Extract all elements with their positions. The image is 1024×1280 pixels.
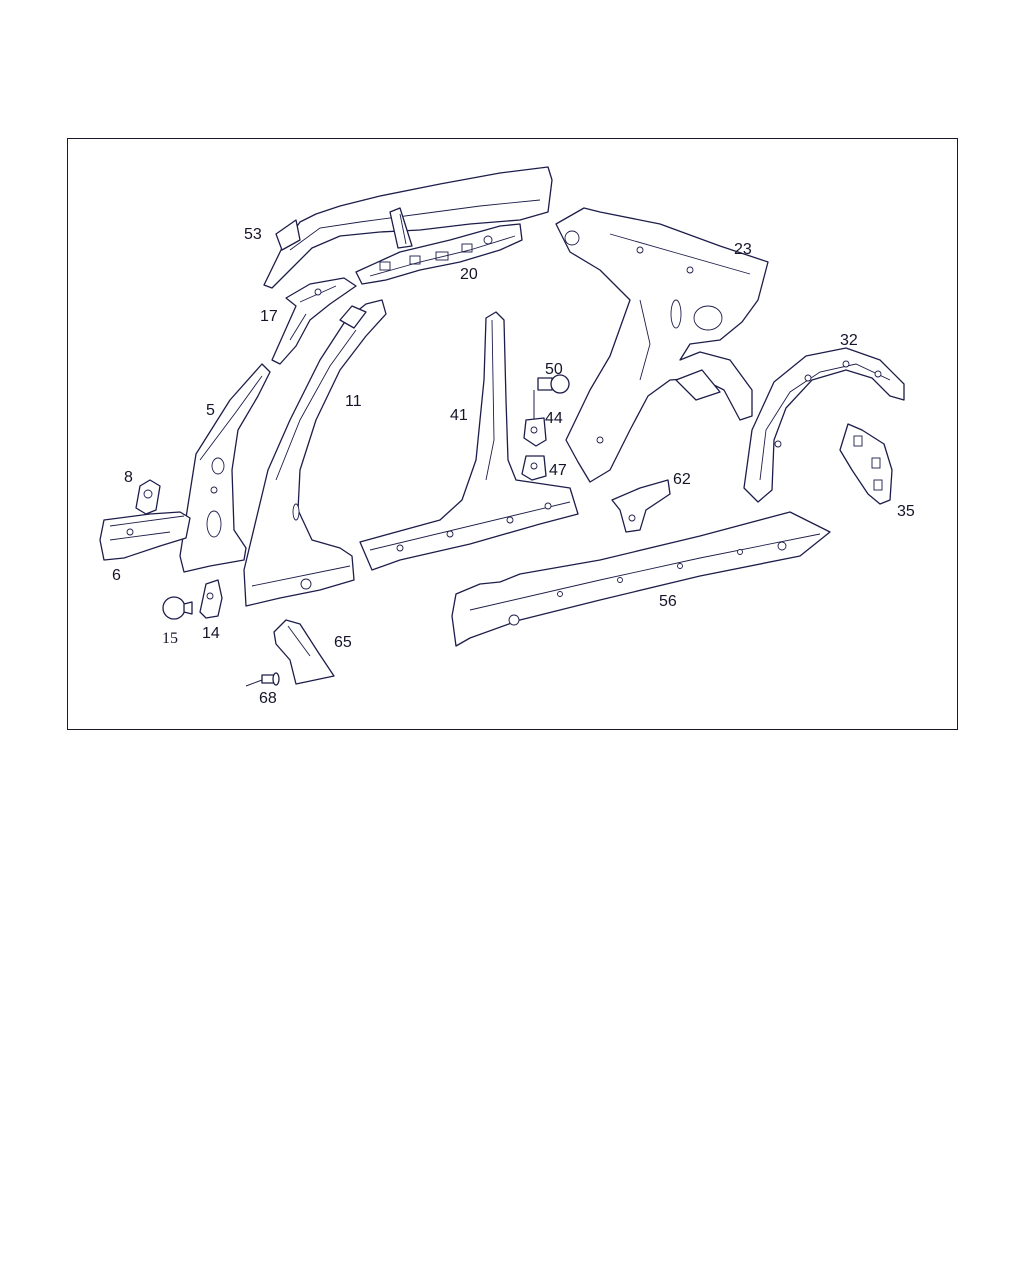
part-8-small-bracket [135,479,161,515]
callout-20: 20 [460,266,478,283]
callout-50: 50 [545,361,563,378]
callout-53: 53 [244,226,262,243]
part-11-a-pillar-outer [243,299,387,607]
callout-65: 65 [334,634,352,651]
part-20-roof-bracket [355,223,523,285]
part-44-hinge-bracket [523,417,547,447]
callout-14: 14 [202,625,220,642]
part-62-sill-bracket [611,479,671,533]
part-50-bolt [533,374,570,430]
part-56-rocker-panel [451,511,831,647]
callout-23: 23 [734,241,752,258]
callout-8: 8 [124,469,133,486]
part-5-a-pillar-inner [179,363,271,573]
callout-47: 47 [549,462,567,479]
callout-15: 15 [162,630,178,647]
callout-11: 11 [345,393,362,410]
part-23-rear-quarter-panel [555,207,769,483]
callout-62: 62 [673,471,691,488]
callout-35: 35 [897,503,915,520]
part-35-rear-bracket [839,423,893,505]
callout-44: 44 [545,410,563,427]
callout-41: 41 [450,407,468,424]
part-41-b-pillar [359,311,579,571]
callout-68: 68 [259,690,277,707]
callout-56: 56 [659,593,677,610]
part-17-upper-pillar-bracket [271,277,357,365]
part-15-push-fastener [162,596,193,620]
part-6-front-floor-bracket [99,511,191,561]
callout-17: 17 [260,308,278,325]
part-65-strap-bracket [273,619,335,685]
callout-6: 6 [112,567,121,584]
callout-5: 5 [206,402,215,419]
callout-32: 32 [840,332,858,349]
part-68-pin-fastener [245,672,280,687]
part-47-hinge-bracket [521,455,547,481]
part-53-roof-frame-rail [263,166,553,289]
part-14-mounting-plate [199,579,223,619]
part-32-wheel-arch [743,347,905,503]
